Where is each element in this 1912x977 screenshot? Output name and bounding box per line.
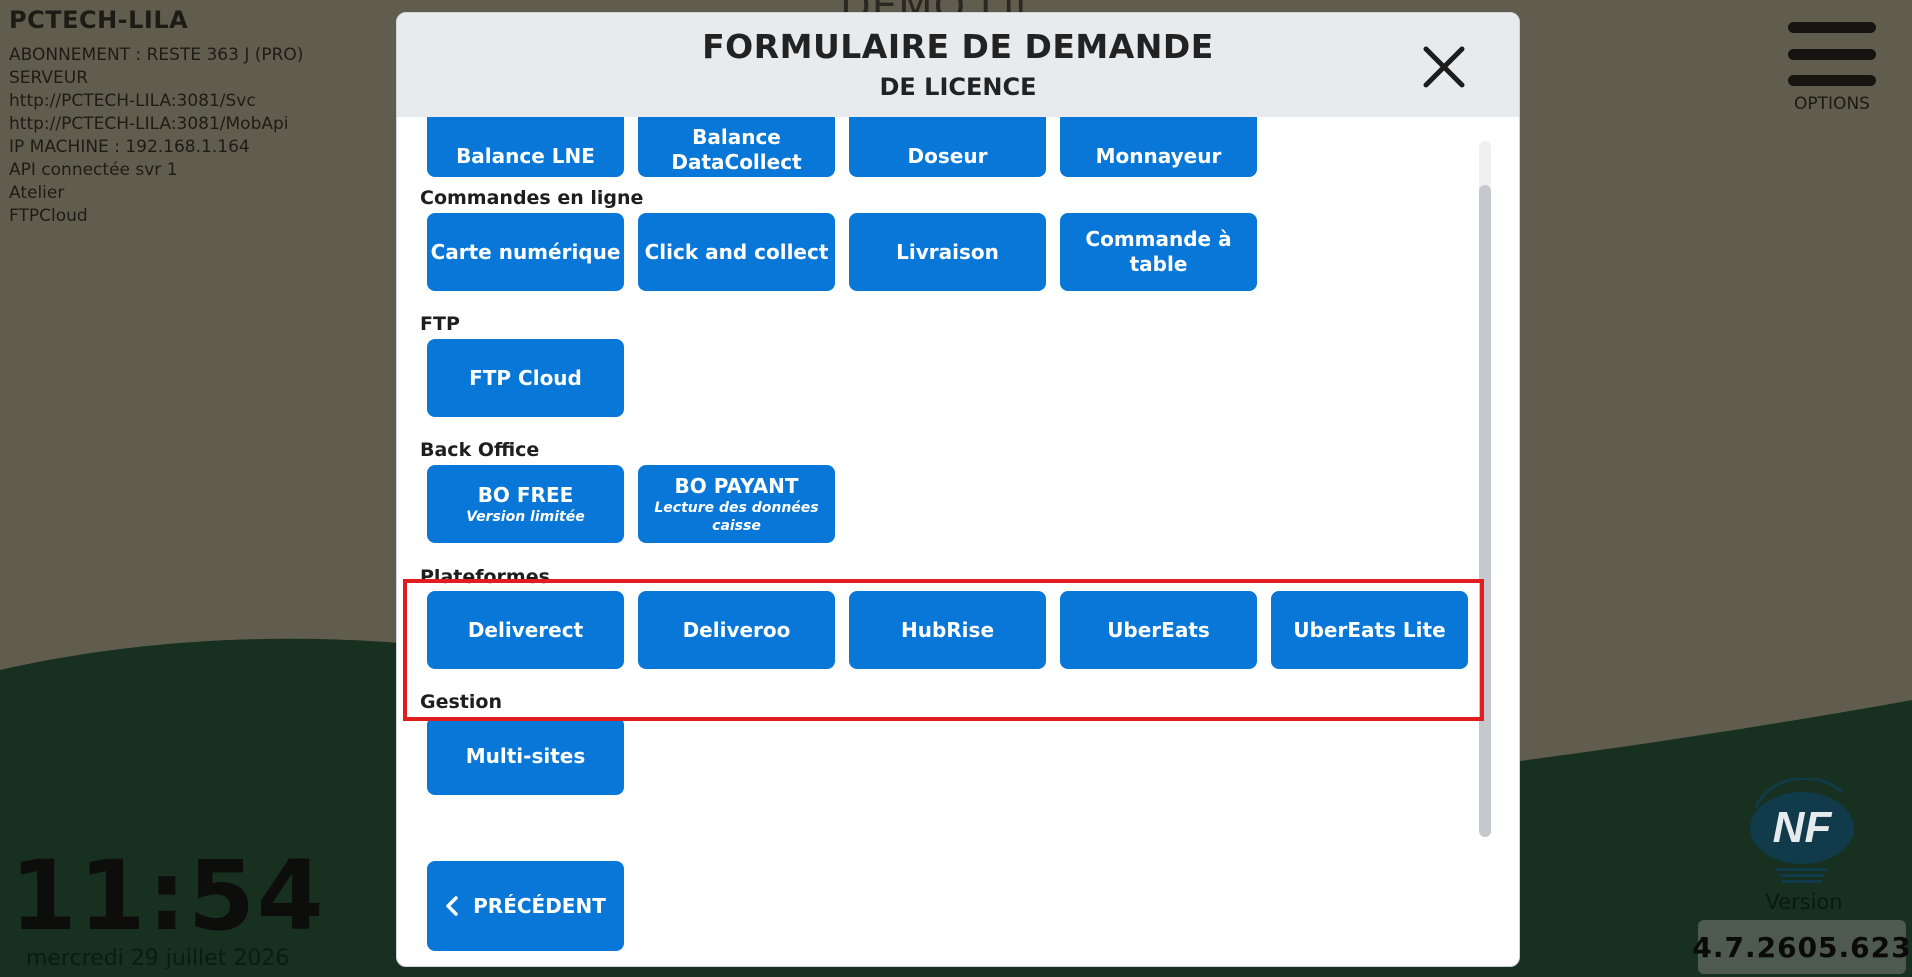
version-label: Version bbox=[1765, 890, 1843, 914]
scrollbar-thumb[interactable] bbox=[1479, 185, 1491, 837]
section-gestion: Gestion bbox=[420, 691, 502, 713]
previous-button[interactable]: PRÉCÉDENT bbox=[427, 861, 624, 951]
monnayeur-button[interactable]: Monnayeur bbox=[1060, 117, 1257, 177]
ubereats-lite-button[interactable]: UberEats Lite bbox=[1271, 591, 1468, 669]
section-plateformes: Plateformes bbox=[420, 566, 550, 588]
button-label: Monnayeur bbox=[1095, 144, 1222, 168]
hubrise-button[interactable]: HubRise bbox=[849, 591, 1046, 669]
date-label: mercredi 29 juillet 2026 bbox=[26, 946, 290, 971]
version-value: 4.7.2605.623 bbox=[1692, 920, 1911, 974]
system-info-panel: PCTECH-LILA ABONNEMENT : RESTE 363 J (PR… bbox=[9, 6, 303, 228]
info-api: API connectée svr 1 bbox=[9, 160, 178, 180]
section-commandes-en-ligne: Commandes en ligne bbox=[420, 187, 644, 209]
commande-a-table-button[interactable]: Commande à table bbox=[1060, 213, 1257, 291]
button-label: HubRise bbox=[900, 617, 995, 642]
button-sublabel: Version limitée bbox=[466, 508, 585, 525]
section-back-office: Back Office bbox=[420, 439, 540, 461]
clock: 11:54 bbox=[10, 840, 326, 952]
button-label: Balance DataCollect bbox=[671, 125, 802, 174]
button-label: BO FREE bbox=[477, 482, 574, 507]
app-title: PCTECH-LILA bbox=[9, 6, 189, 34]
button-label: UberEats bbox=[1107, 617, 1210, 642]
livraison-button[interactable]: Livraison bbox=[849, 213, 1046, 291]
close-icon[interactable] bbox=[1421, 44, 1467, 90]
deliveroo-button[interactable]: Deliveroo bbox=[638, 591, 835, 669]
button-label: UberEats Lite bbox=[1293, 617, 1446, 642]
balance-lne-button[interactable]: Balance LNE bbox=[427, 117, 624, 177]
license-request-dialog: FORMULAIRE DE DEMANDE DE LICENCE Balance… bbox=[396, 12, 1520, 967]
multi-sites-button[interactable]: Multi-sites bbox=[427, 717, 624, 795]
dialog-subtitle: DE LICENCE bbox=[879, 73, 1037, 101]
info-mobapi-url: http://PCTECH-LILA:3081/MobApi bbox=[9, 114, 289, 134]
button-sublabel: Lecture des données caisse bbox=[654, 499, 819, 534]
section-ftp: FTP bbox=[420, 313, 460, 335]
dialog-header: FORMULAIRE DE DEMANDE DE LICENCE bbox=[397, 13, 1519, 117]
button-label: Click and collect bbox=[644, 239, 829, 264]
info-subscription: ABONNEMENT : RESTE 363 J (PRO) bbox=[9, 45, 304, 65]
deliverect-button[interactable]: Deliverect bbox=[427, 591, 624, 669]
carte-numerique-button[interactable]: Carte numérique bbox=[427, 213, 624, 291]
nf-certification-logo-icon: NF bbox=[1750, 778, 1854, 883]
info-ip: IP MACHINE : 192.168.1.164 bbox=[9, 137, 250, 157]
ubereats-button[interactable]: UberEats bbox=[1060, 591, 1257, 669]
chevron-left-icon bbox=[446, 896, 458, 916]
button-label: FTP Cloud bbox=[469, 365, 582, 390]
button-label: Livraison bbox=[896, 239, 999, 264]
info-svc-url: http://PCTECH-LILA:3081/Svc bbox=[9, 91, 256, 111]
button-label: BO PAYANT bbox=[674, 473, 799, 498]
button-label: Carte numérique bbox=[430, 239, 621, 264]
balance-datacollect-button[interactable]: Balance DataCollect bbox=[638, 117, 835, 177]
bo-payant-button[interactable]: BO PAYANT Lecture des données caisse bbox=[638, 465, 835, 543]
info-server: SERVEUR bbox=[9, 68, 89, 88]
svg-text:NF: NF bbox=[1773, 803, 1833, 852]
ftp-cloud-button[interactable]: FTP Cloud bbox=[427, 339, 624, 417]
button-label: Multi-sites bbox=[465, 743, 586, 768]
doseur-button[interactable]: Doseur bbox=[849, 117, 1046, 177]
button-label: Deliveroo bbox=[682, 617, 791, 642]
info-ftpcloud: FTPCloud bbox=[9, 206, 88, 226]
click-and-collect-button[interactable]: Click and collect bbox=[638, 213, 835, 291]
bo-free-button[interactable]: BO FREE Version limitée bbox=[427, 465, 624, 543]
button-label: Commande à table bbox=[1085, 227, 1232, 276]
info-atelier: Atelier bbox=[9, 183, 65, 203]
button-label: Doseur bbox=[907, 144, 988, 168]
button-label: PRÉCÉDENT bbox=[473, 894, 606, 918]
dialog-body: Balance LNE Balance DataCollect Doseur M… bbox=[397, 117, 1519, 966]
hamburger-menu-icon[interactable] bbox=[1788, 22, 1876, 86]
options-label: OPTIONS bbox=[1794, 94, 1870, 114]
button-label: Deliverect bbox=[467, 617, 584, 642]
button-label: Balance LNE bbox=[456, 144, 595, 168]
dialog-title: FORMULAIRE DE DEMANDE bbox=[702, 27, 1214, 66]
